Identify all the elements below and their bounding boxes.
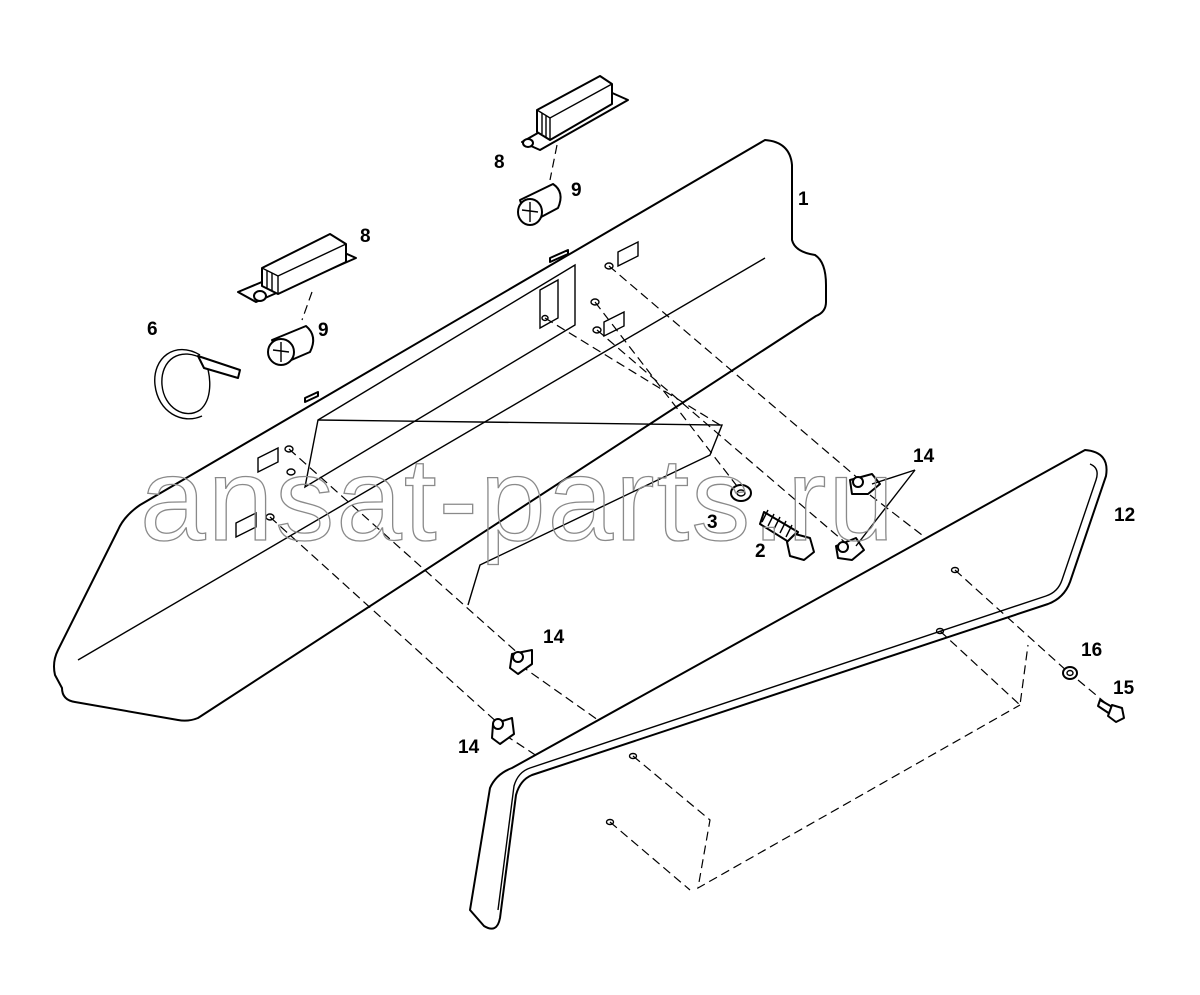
callout-8-lower: 8 (360, 226, 371, 247)
callout-9-lower: 9 (318, 320, 329, 341)
cable-tie (154, 349, 241, 420)
callout-14-middle: 14 (543, 627, 565, 648)
callout-2: 2 (755, 541, 766, 562)
grommet-upper (517, 183, 562, 226)
callout-1: 1 (798, 189, 809, 210)
clip-upper-2 (835, 537, 865, 561)
callout-14-lower: 14 (458, 737, 480, 758)
callout-14-upper: 14 (913, 446, 935, 467)
switch-block-upper (521, 75, 629, 151)
callout-3: 3 (707, 512, 718, 533)
callout-12: 12 (1114, 505, 1135, 526)
clip-upper-1 (849, 473, 881, 495)
trim-plate (469, 449, 1108, 930)
assembly-lines (269, 144, 1109, 891)
clip-middle (509, 649, 533, 675)
clip-lower (491, 717, 515, 745)
callout-8-upper: 8 (494, 152, 505, 173)
screw (759, 509, 815, 561)
watermark: ansat-parts.ru (140, 434, 896, 566)
callout-15: 15 (1113, 678, 1135, 699)
small-screw (1097, 699, 1125, 723)
switch-block-lower (237, 233, 357, 303)
callout-9-upper: 9 (571, 180, 582, 201)
leader-lines (855, 469, 916, 547)
callout-6: 6 (147, 319, 158, 340)
washer (730, 484, 752, 502)
main-panel (53, 139, 827, 722)
callout-16: 16 (1081, 640, 1102, 661)
grommet-lower (267, 325, 315, 366)
small-washer (1062, 666, 1078, 680)
